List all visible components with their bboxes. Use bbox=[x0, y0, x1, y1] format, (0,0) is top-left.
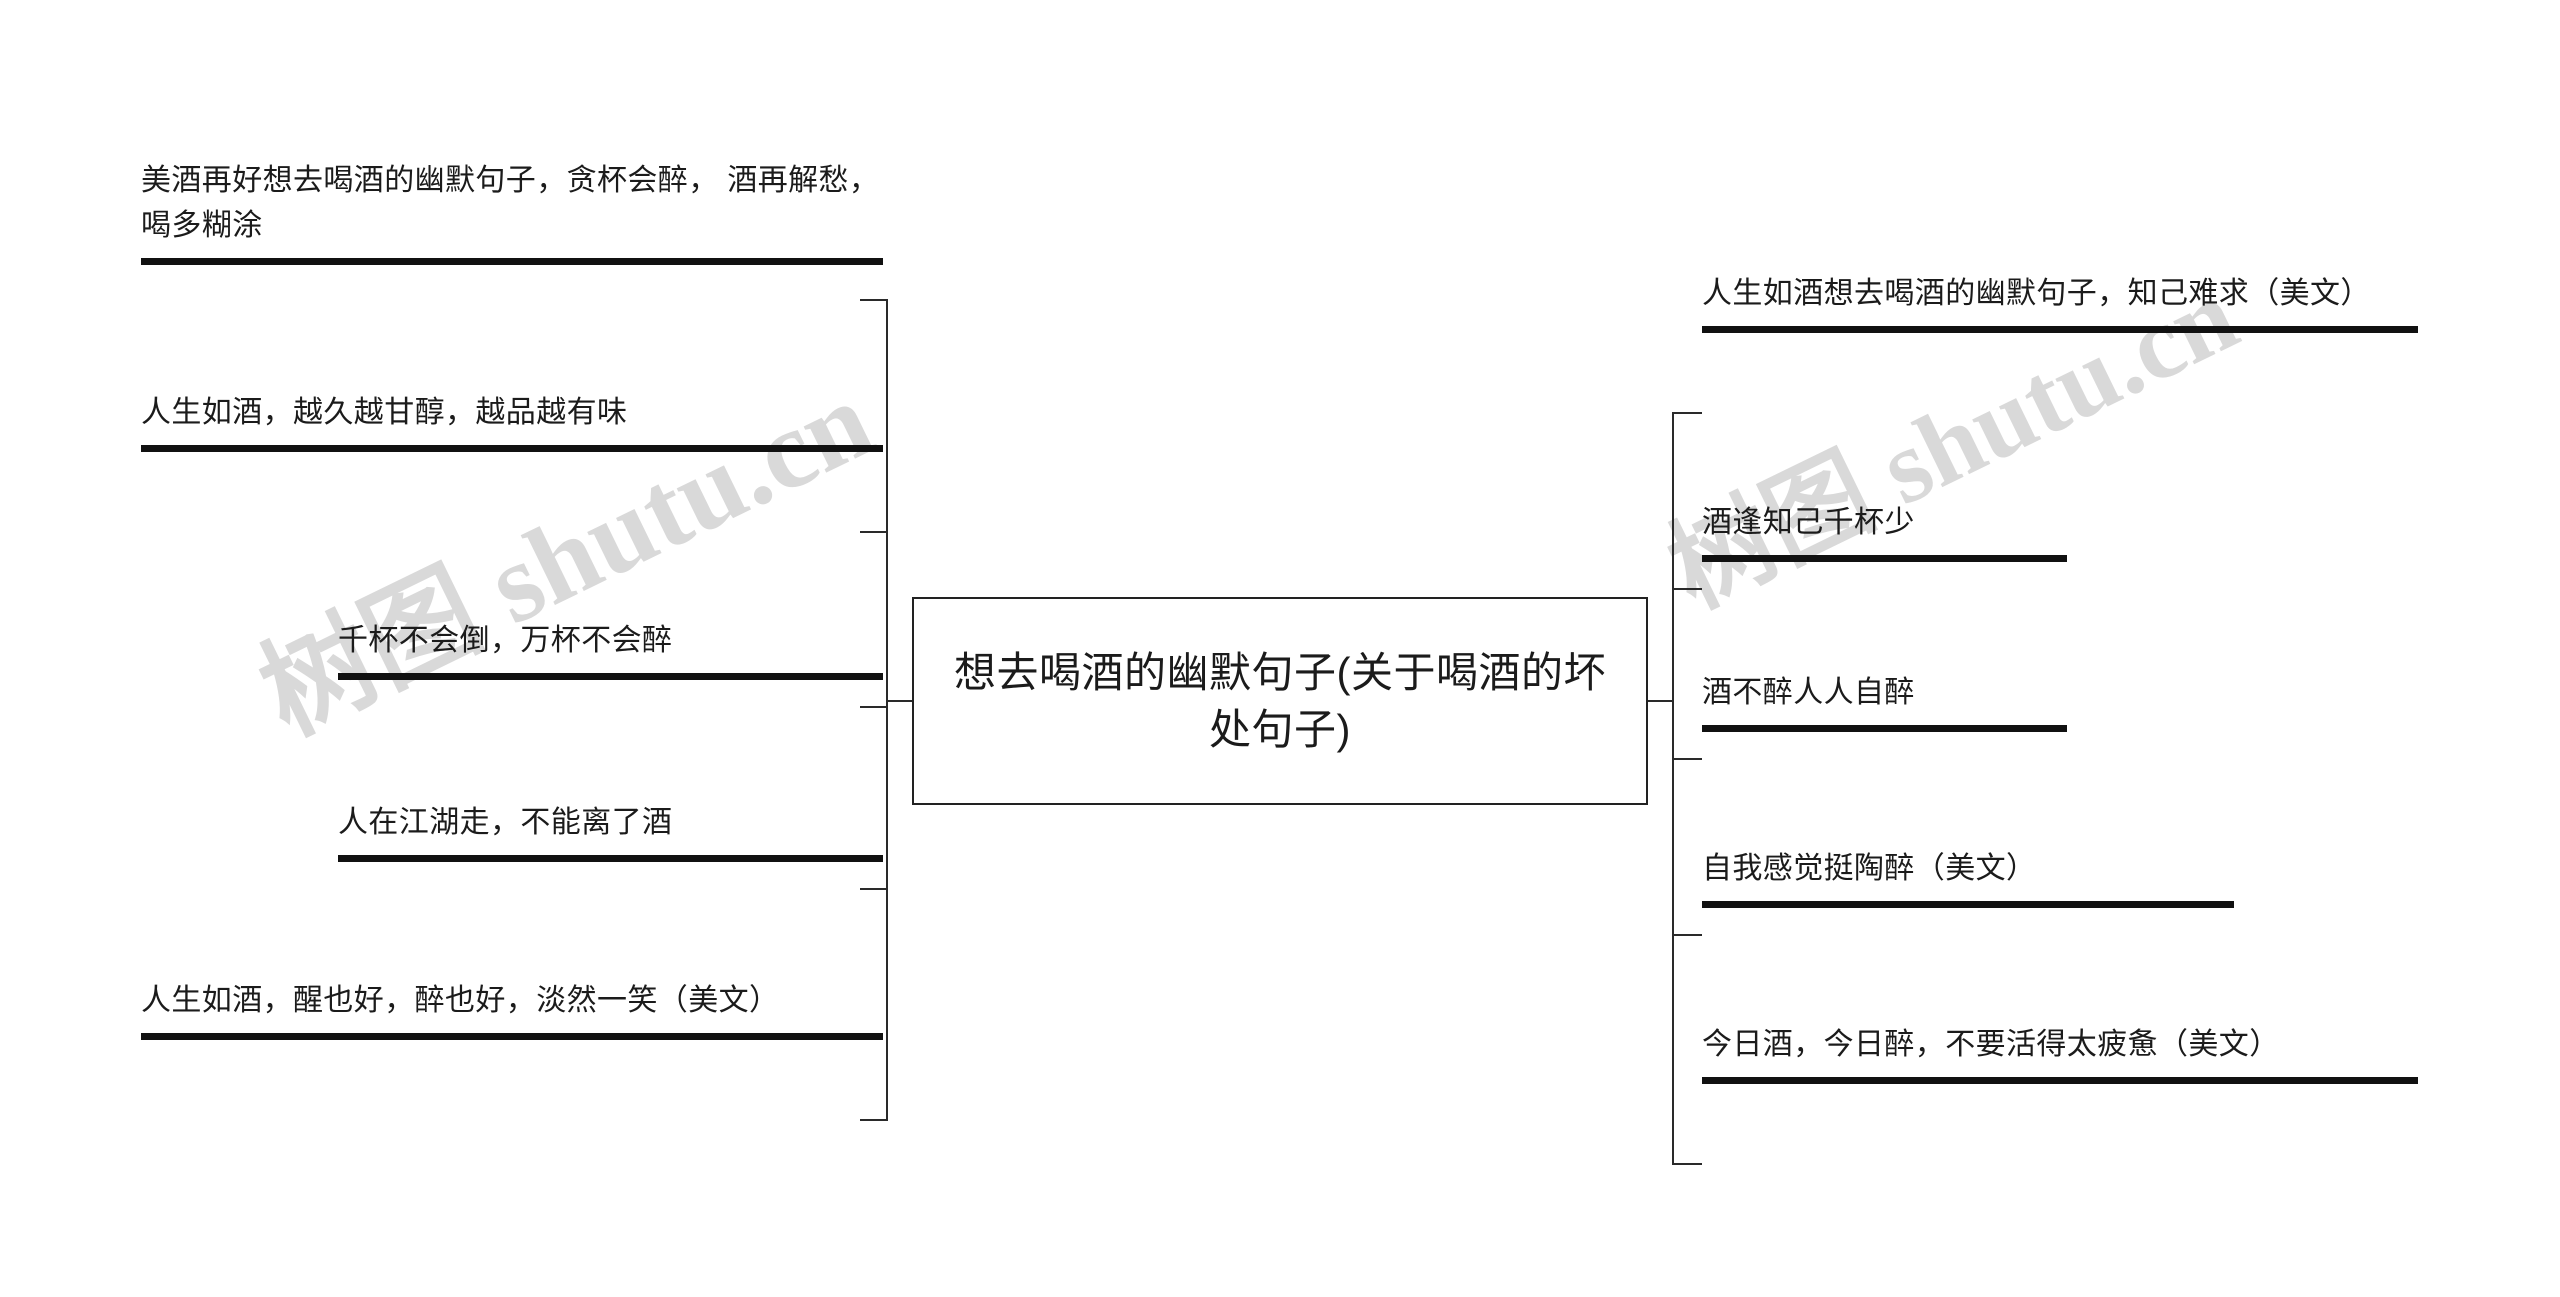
right-topic-4-label: 自我感觉挺陶醉（美文） bbox=[1702, 852, 2037, 885]
left-lead-1 bbox=[860, 299, 888, 301]
left-lead-4 bbox=[860, 888, 888, 890]
right-lead-4 bbox=[1672, 934, 1702, 936]
left-lead-5 bbox=[860, 1119, 888, 1121]
right-topic-5[interactable]: 今日酒，今日醉，不要活得太疲惫（美文） bbox=[1702, 1022, 2418, 1084]
right-lead-5 bbox=[1672, 1163, 1702, 1165]
right-topic-4-rule bbox=[1702, 901, 2234, 908]
right-lead-3 bbox=[1672, 758, 1702, 760]
left-topic-5-rule bbox=[141, 1033, 883, 1040]
right-topic-1[interactable]: 人生如酒想去喝酒的幽默句子，知己难求（美文） bbox=[1702, 271, 2418, 333]
left-topic-3-rule bbox=[338, 673, 883, 680]
right-topic-5-label: 今日酒，今日醉，不要活得太疲惫（美文） bbox=[1702, 1028, 2280, 1061]
right-topic-1-rule bbox=[1702, 326, 2418, 333]
right-topic-2[interactable]: 酒逢知己千杯少 bbox=[1702, 500, 2067, 562]
left-topic-2-rule bbox=[141, 445, 883, 452]
left-spine-to-node-connector bbox=[886, 700, 914, 702]
right-spine bbox=[1672, 412, 1674, 1164]
right-topic-2-label: 酒逢知己千杯少 bbox=[1702, 506, 1915, 539]
left-topic-1[interactable]: 美酒再好想去喝酒的幽默句子，贪杯会醉， 酒再解愁，喝多糊涂 bbox=[141, 158, 883, 265]
left-topic-1-label: 美酒再好想去喝酒的幽默句子，贪杯会醉， 酒再解愁，喝多糊涂 bbox=[141, 164, 880, 242]
left-topic-4-label: 人在江湖走，不能离了酒 bbox=[338, 806, 673, 839]
right-topic-3-rule bbox=[1702, 725, 2067, 732]
left-topic-5-label: 人生如酒，醒也好，醉也好，淡然一笑（美文） bbox=[141, 984, 780, 1017]
right-topic-4[interactable]: 自我感觉挺陶醉（美文） bbox=[1702, 846, 2234, 908]
left-spine bbox=[886, 299, 888, 1121]
left-topic-2-label: 人生如酒，越久越甘醇，越品越有味 bbox=[141, 396, 628, 429]
left-topic-3[interactable]: 千杯不会倒，万杯不会醉 bbox=[338, 618, 883, 680]
right-topic-1-label: 人生如酒想去喝酒的幽默句子，知己难求（美文） bbox=[1702, 277, 2371, 310]
left-lead-2 bbox=[860, 531, 888, 533]
right-spine-to-node-connector bbox=[1648, 700, 1674, 702]
left-topic-3-label: 千杯不会倒，万杯不会醉 bbox=[338, 624, 673, 657]
right-topic-3-label: 酒不醉人人自醉 bbox=[1702, 676, 1915, 709]
left-topic-1-rule bbox=[141, 258, 883, 265]
left-topic-4[interactable]: 人在江湖走，不能离了酒 bbox=[338, 800, 883, 862]
right-topic-3[interactable]: 酒不醉人人自醉 bbox=[1702, 670, 2067, 732]
left-topic-4-rule bbox=[338, 855, 883, 862]
left-topic-2[interactable]: 人生如酒，越久越甘醇，越品越有味 bbox=[141, 390, 883, 452]
left-lead-3 bbox=[860, 706, 888, 708]
right-lead-1 bbox=[1672, 412, 1702, 414]
right-topic-5-rule bbox=[1702, 1077, 2418, 1084]
central-topic-label: 想去喝酒的幽默句子(关于喝酒的坏处句子) bbox=[954, 648, 1606, 753]
left-topic-5[interactable]: 人生如酒，醒也好，醉也好，淡然一笑（美文） bbox=[141, 978, 883, 1040]
right-topic-2-rule bbox=[1702, 555, 2067, 562]
right-lead-2 bbox=[1672, 588, 1702, 590]
central-topic-node[interactable]: 想去喝酒的幽默句子(关于喝酒的坏处句子) bbox=[912, 597, 1648, 805]
